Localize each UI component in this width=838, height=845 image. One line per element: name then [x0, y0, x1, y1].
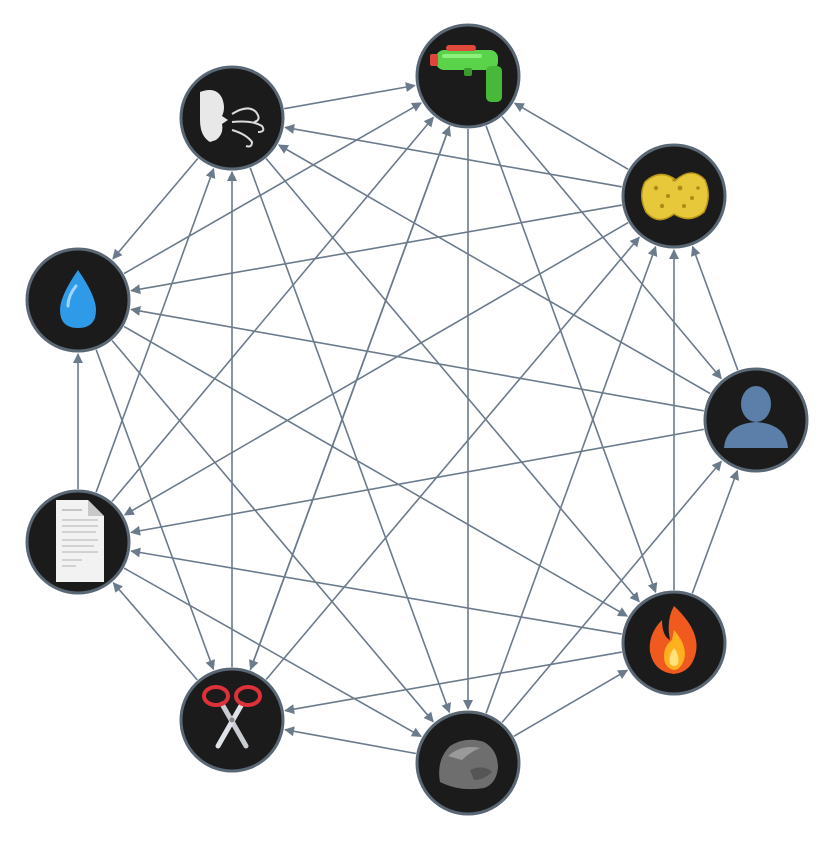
edge-fire-to-paper [130, 547, 622, 635]
edge-rock-to-sponge [485, 245, 658, 714]
edge-sponge-to-air [284, 124, 622, 188]
edge-water-to-gun [123, 102, 423, 275]
water-gun-icon [430, 45, 502, 102]
rock-icon [439, 739, 498, 790]
node-scissors [179, 667, 285, 773]
edge-sponge-to-water [130, 204, 622, 295]
edge-human-to-air [277, 144, 711, 395]
edge-water-to-fire [123, 325, 629, 617]
edge-fire-to-human [691, 469, 739, 594]
edge-rock-to-fire [513, 669, 629, 737]
edge-human-to-paper [130, 428, 704, 536]
edge-air-to-rock [249, 167, 452, 714]
edge-air-to-water [112, 157, 199, 260]
node-layer [25, 23, 809, 816]
edge-paper-to-air [95, 167, 216, 493]
node-air-circle [179, 65, 285, 171]
edge-air-to-fire [265, 157, 640, 603]
edge-human-to-water [130, 306, 704, 412]
edge-air-to-gun [284, 82, 416, 110]
edge-fire-to-scissors [284, 651, 622, 715]
node-water [25, 247, 131, 353]
node-fire [621, 590, 727, 696]
edge-layer [73, 82, 739, 755]
edge-rock-to-scissors [284, 726, 417, 755]
edge-paper-to-gun [111, 116, 434, 502]
edge-scissors-to-paper [112, 582, 198, 681]
scissors-icon [202, 685, 262, 749]
edge-paper-to-rock [123, 567, 422, 738]
edge-scissors-to-sponge [265, 236, 640, 681]
edge-gun-to-fire [485, 125, 658, 594]
edge-water-to-scissors [95, 349, 215, 671]
paper-document-icon [56, 500, 104, 582]
edge-human-to-sponge [690, 245, 739, 371]
human-silhouette-icon [724, 386, 788, 448]
node-human [703, 367, 809, 473]
water-drop-icon [60, 270, 96, 328]
sponge-icon [641, 172, 709, 221]
node-rock [415, 710, 521, 816]
edge-water-to-rock [111, 339, 434, 723]
edge-rock-to-human [501, 460, 722, 723]
node-paper [25, 489, 131, 595]
edge-scissors-to-gun [249, 125, 451, 671]
node-air [179, 65, 285, 171]
node-sponge [621, 143, 727, 249]
edge-sponge-to-gun [513, 102, 629, 170]
edge-sponge-to-paper [123, 221, 629, 516]
node-gun [415, 23, 521, 129]
edge-gun-to-human [501, 116, 722, 380]
fire-icon [649, 606, 697, 674]
air-wind-face-icon [200, 90, 265, 148]
